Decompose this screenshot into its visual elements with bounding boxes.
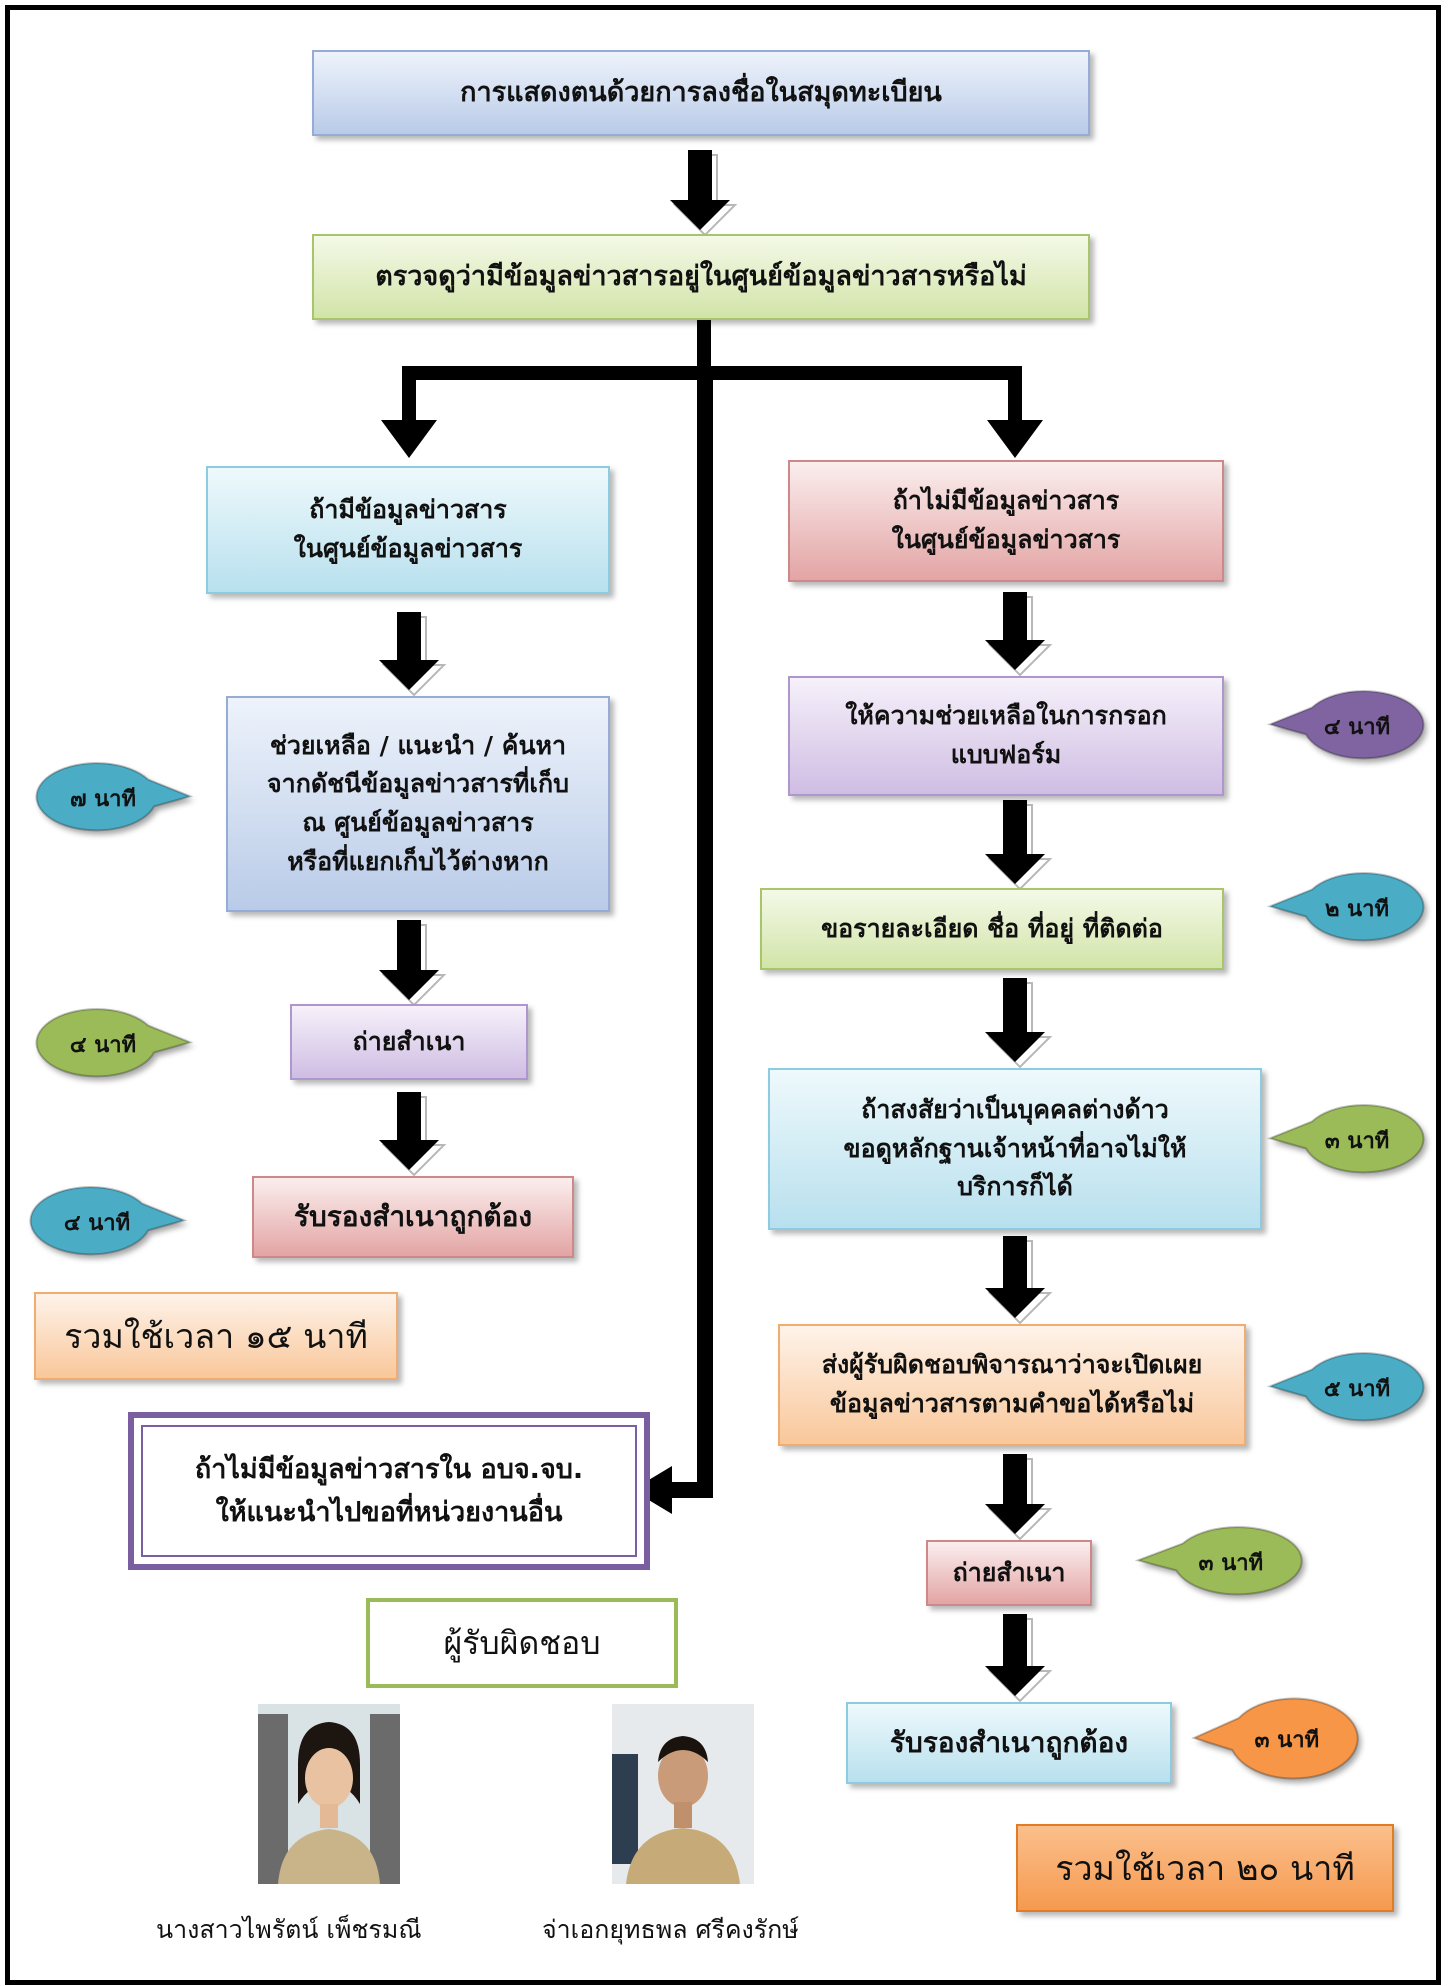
right-total-time: รวมใช้เวลา ๒๐ นาที	[1016, 1824, 1394, 1912]
person1-name: นางสาวไพรัตน์ เพ็ชรมณี	[156, 1915, 422, 1944]
start-step: การแสดงตนด้วยการลงชื่อในสมุดทะเบียน	[312, 50, 1090, 136]
right-step-details-label: ขอรายละเอียด ชื่อ ที่อยู่ ที่ติดต่อ	[821, 913, 1163, 943]
person1-portrait-icon	[258, 1704, 400, 1884]
check-step-label: ตรวจดูว่ามีข้อมูลข่าวสารอยู่ในศูนย์ข้อมู…	[375, 261, 1027, 293]
check-step: ตรวจดูว่ามีข้อมูลข่าวสารอยู่ในศูนย์ข้อมู…	[312, 234, 1090, 320]
left-branch-label: ถ้ามีข้อมูลข่าวสาร ในศูนย์ข้อมูลข่าวสาร	[293, 495, 523, 563]
left-total-time: รวมใช้เวลา ๑๕ นาที	[34, 1292, 398, 1380]
down-arrow-icon	[670, 150, 738, 237]
time-bubble-right-step6-label: ๓ นาที	[1254, 1728, 1320, 1753]
left-step-certify: รับรองสำเนาถูกต้อง	[252, 1176, 574, 1258]
down-arrow-icon	[379, 920, 447, 1007]
left-branch-condition: ถ้ามีข้อมูลข่าวสาร ในศูนย์ข้อมูลข่าวสาร	[206, 466, 610, 594]
other-agency-note-label: ถ้าไม่มีข้อมูลข่าวสารใน อบจ.จบ. ให้แนะนำ…	[141, 1425, 637, 1557]
right-step-copy-label: ถ่ายสำเนา	[952, 1557, 1066, 1587]
right-step-certify: รับรองสำเนาถูกต้อง	[846, 1702, 1172, 1784]
right-step-certify-label: รับรองสำเนาถูกต้อง	[889, 1726, 1129, 1760]
right-step-review: ส่งผู้รับผิดชอบพิจารณาว่าจะเปิดเผย ข้อมู…	[778, 1324, 1246, 1446]
time-bubble-right-step3-label: ๓ นาที	[1324, 1128, 1390, 1154]
down-arrow-icon	[985, 978, 1053, 1069]
branch-connector	[381, 320, 1043, 1514]
time-bubble-right-step5: ๓ นาที	[1134, 1520, 1303, 1604]
time-bubble-left-step3-label: ๔ นาที	[63, 1210, 131, 1236]
time-bubble-right-step1: ๔ นาที	[1266, 684, 1425, 768]
time-bubble-right-step4-label: ๕ นาที	[1323, 1376, 1391, 1402]
time-bubble-right-step4: ๕ นาที	[1266, 1346, 1425, 1430]
right-step-form: ให้ความช่วยเหลือในการกรอก แบบฟอร์ม	[788, 676, 1224, 796]
right-branch-label: ถ้าไม่มีข้อมูลข่าวสาร ในศูนย์ข้อมูลข่าวส…	[891, 486, 1121, 554]
time-bubble-left-step1: ๗ นาที	[35, 756, 194, 840]
time-bubble-right-step2-label: ๒ นาที	[1324, 896, 1390, 922]
time-bubble-right-step3: ๓ นาที	[1266, 1098, 1425, 1182]
left-total-label: รวมใช้เวลา ๑๕ นาที	[64, 1317, 368, 1357]
down-arrow-icon	[379, 612, 447, 697]
right-step-foreigner: ถ้าสงสัยว่าเป็นบุคคลต่างด้าว ขอดูหลักฐาน…	[768, 1068, 1262, 1230]
person2-name: จ่าเอกยุทธพล ศรีคงรักษ์	[542, 1915, 799, 1944]
down-arrow-icon	[985, 1454, 1053, 1541]
right-step-details: ขอรายละเอียด ชื่อ ที่อยู่ ที่ติดต่อ	[760, 888, 1224, 970]
person1-photo	[258, 1704, 400, 1884]
other-agency-note: ถ้าไม่มีข้อมูลข่าวสารใน อบจ.จบ. ให้แนะนำ…	[128, 1412, 650, 1570]
responsible-title: ผู้รับผิดชอบ	[443, 1623, 601, 1662]
time-bubble-right-step5-label: ๓ นาที	[1198, 1550, 1264, 1576]
left-step-copy-label: ถ่ายสำเนา	[352, 1026, 466, 1056]
start-step-label: การแสดงตนด้วยการลงชื่อในสมุดทะเบียน	[460, 77, 942, 109]
time-bubble-left-step3: ๔ นาที	[29, 1180, 188, 1264]
right-step-form-label: ให้ความช่วยเหลือในการกรอก แบบฟอร์ม	[845, 701, 1167, 769]
left-step-search-label: ช่วยเหลือ / แนะนำ / ค้นหา จากดัชนีข้อมูล…	[267, 730, 569, 876]
time-bubble-right-step2: ๒ นาที	[1266, 866, 1425, 950]
down-arrow-icon	[985, 592, 1053, 677]
down-arrow-icon	[985, 1614, 1053, 1703]
right-branch-condition: ถ้าไม่มีข้อมูลข่าวสาร ในศูนย์ข้อมูลข่าวส…	[788, 460, 1224, 582]
time-bubble-left-step2: ๔ นาที	[35, 1002, 194, 1086]
down-arrow-icon	[985, 1236, 1053, 1325]
page-frame	[5, 5, 1441, 1985]
left-step-copy: ถ่ายสำเนา	[290, 1004, 528, 1080]
right-step-foreigner-label: ถ้าสงสัยว่าเป็นบุคคลต่างด้าว ขอดูหลักฐาน…	[843, 1094, 1187, 1202]
time-bubble-right-step1-label: ๔ นาที	[1323, 714, 1391, 740]
down-arrow-icon	[985, 800, 1053, 891]
left-step-search: ช่วยเหลือ / แนะนำ / ค้นหา จากดัชนีข้อมูล…	[226, 696, 610, 912]
time-bubble-right-step6: ๓ นาที	[1191, 1690, 1359, 1790]
responsible-title-box: ผู้รับผิดชอบ	[366, 1598, 678, 1688]
right-total-label: รวมใช้เวลา ๒๐ นาที	[1055, 1849, 1355, 1889]
right-step-copy: ถ่ายสำเนา	[926, 1540, 1092, 1606]
person2-portrait-icon	[612, 1704, 754, 1884]
time-bubble-left-step1-label: ๗ นาที	[69, 786, 137, 812]
time-bubble-left-step2-label: ๔ นาที	[69, 1032, 137, 1058]
person2-photo	[612, 1704, 754, 1884]
down-arrow-icon	[379, 1092, 447, 1177]
left-step-certify-label: รับรองสำเนาถูกต้อง	[293, 1200, 533, 1234]
right-step-review-label: ส่งผู้รับผิดชอบพิจารณาว่าจะเปิดเผย ข้อมู…	[821, 1350, 1203, 1418]
